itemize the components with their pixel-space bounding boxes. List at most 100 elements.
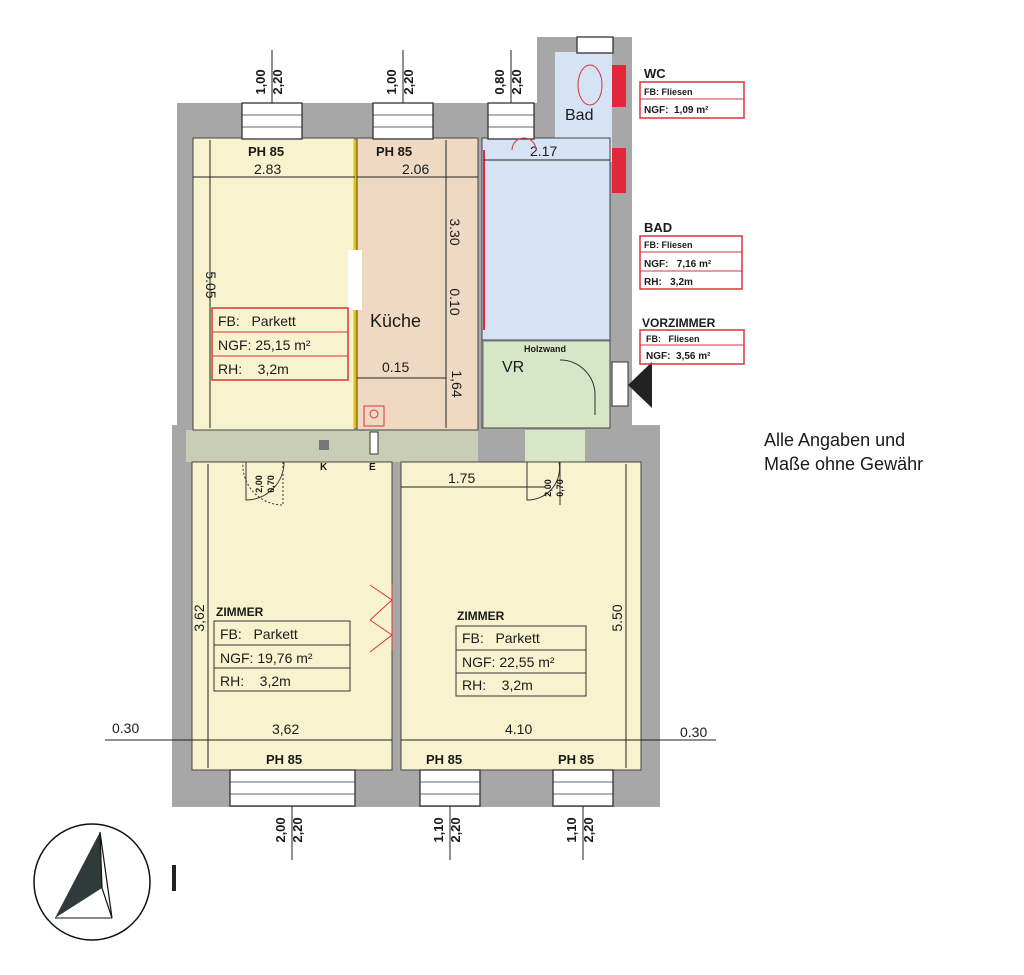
bad-side-label: BAD FB: Fliesen NGF: 7,16 m² RH: 3,2m	[639, 220, 743, 290]
entrance-arrow-icon	[628, 362, 652, 408]
zl-fb: FB: Parkett	[220, 626, 298, 642]
bad-title: BAD	[644, 220, 672, 235]
zr-fb: FB: Parkett	[462, 630, 540, 646]
ph-label-4: PH 85	[426, 752, 462, 767]
dim-mid-w: 1.75	[448, 470, 475, 486]
zimmer-left-fill	[192, 462, 392, 770]
bad-rh: RH: 3,2m	[644, 277, 693, 288]
zr-rh: RH: 3,2m	[462, 677, 533, 693]
win-top-3-b: 2,20	[509, 69, 524, 94]
dim-zr-w: 4.10	[505, 721, 532, 737]
win-bot-3-b: 2,20	[581, 817, 596, 842]
dimension-lines: 2.83 2.06 2.17 5.05 3.30 0.10 0.15 1,64 …	[105, 140, 716, 768]
vr-label: VR	[502, 359, 524, 376]
win-top-1-a: 1,00	[253, 69, 268, 94]
win-bot-1-a: 2,00	[273, 817, 288, 842]
holzwand-label: Holzwand	[524, 344, 566, 354]
bad-ngf: NGF: 7,16 m²	[644, 259, 712, 270]
window-labels-top: 1,00 2,20 1,00 2,20 0,80 2,20	[253, 50, 524, 103]
wc-toilet	[577, 64, 603, 106]
dim-zl-w: 3,62	[272, 721, 299, 737]
bad-red-mark	[612, 148, 626, 193]
k-marker	[319, 440, 329, 450]
ph-label-1: PH 85	[248, 144, 284, 159]
win-top-2-a: 1,00	[384, 69, 399, 94]
k-label: K	[320, 462, 328, 473]
bad-fb: FB: Fliesen	[644, 240, 693, 250]
zr-ngf: NGF: 22,55 m²	[462, 654, 555, 670]
dim-left-h: 5.05	[203, 271, 219, 298]
dim-top-w3: 2.17	[530, 143, 557, 159]
window-labels-bottom: 2,00 2,20 1,10 2,20 1,10 2,20	[273, 806, 596, 860]
ph-label-5: PH 85	[558, 752, 594, 767]
door-a-1: 2,00	[254, 475, 264, 493]
dim-top-w1: 2.83	[254, 161, 281, 177]
rtl-rh: RH: 3,2m	[218, 361, 289, 377]
doors	[242, 64, 603, 653]
zl-title: ZIMMER	[216, 605, 264, 619]
wc-side-label: WC FB: Fliesen NGF: 1,09 m²	[639, 66, 745, 119]
ph-labels: PH 85 PH 85 PH 85 PH 85 PH 85	[248, 144, 594, 767]
win-bot-2-a: 1,10	[431, 817, 446, 842]
win-bot-2-b: 2,20	[448, 817, 463, 842]
scale-mark	[172, 865, 176, 891]
win-top-1-b: 2,20	[270, 69, 285, 94]
dim-kueche-h: 3.30	[447, 218, 463, 245]
vorzimmer-side-label: VORZIMMER FB: Fliesen NGF: 3,56 m²	[639, 316, 745, 365]
dim-zl-h: 3,62	[191, 604, 207, 631]
bad-room-label: Bad	[565, 107, 593, 124]
wc-fb: FB: Fliesen	[644, 87, 693, 97]
door-b-2: 0,70	[555, 479, 565, 497]
wc-title: WC	[644, 66, 666, 81]
opening	[348, 250, 362, 310]
north-arrow-icon	[33, 823, 151, 941]
dim-outer-left: 0.30	[112, 720, 139, 736]
corridor-fill	[186, 430, 478, 462]
bad-fill	[482, 138, 610, 340]
kueche-fill	[357, 138, 478, 430]
e-label: E	[369, 462, 376, 473]
zr-title: ZIMMER	[457, 609, 505, 623]
vorzimmer-title: VORZIMMER	[642, 316, 716, 330]
ph-label-3: PH 85	[266, 752, 302, 767]
zimmer-right-label: ZIMMER FB: Parkett NGF: 22,55 m² RH: 3,2…	[455, 609, 587, 697]
room-top-left-label: FB: Parkett NGF: 25,15 m² RH: 3,2m	[211, 307, 349, 381]
dim-zr-h: 5.50	[609, 604, 625, 631]
disclaimer-line-1: Alle Angaben und	[764, 430, 905, 450]
zl-ngf: NGF: 19,76 m²	[220, 650, 313, 666]
ph-label-2: PH 85	[376, 144, 412, 159]
zl-rh: RH: 3,2m	[220, 673, 291, 689]
rtl-fb: FB: Parkett	[218, 313, 296, 329]
dim-kueche-d2: 0.15	[382, 359, 409, 375]
vr-fill	[484, 342, 610, 428]
wc-fill	[555, 52, 612, 162]
entrance-door	[611, 361, 629, 407]
room-fills	[186, 52, 641, 770]
door-zimmer-left	[245, 461, 285, 501]
zimmer-right-fill	[401, 462, 641, 770]
disclaimer-line-2: Maße ohne Gewähr	[764, 454, 923, 474]
kitchen-appliance	[363, 405, 385, 427]
dim-kueche-d1: 0.10	[447, 288, 463, 315]
vorzimmer-ngf: NGF: 3,56 m²	[646, 351, 711, 362]
e-marker	[369, 431, 379, 455]
win-bot-3-a: 1,10	[564, 817, 579, 842]
windows	[229, 36, 614, 807]
wc-red-mark	[612, 65, 626, 107]
room-top-left-fill	[193, 138, 355, 430]
zimmer-left-label: ZIMMER FB: Parkett NGF: 19,76 m² RH: 3,2…	[213, 605, 351, 692]
dim-outer-right: 0.30	[680, 724, 707, 740]
dim-top-w2: 2.06	[402, 161, 429, 177]
door-vr	[559, 359, 596, 415]
kueche-label: Küche	[370, 311, 421, 331]
win-top-3-a: 0,80	[492, 69, 507, 94]
vorzimmer-fb: FB: Fliesen	[646, 334, 700, 344]
door-b-1: 2,00	[543, 479, 553, 497]
rtl-ngf: NGF: 25,15 m²	[218, 337, 311, 353]
door-a-2: 0,70	[266, 475, 276, 493]
win-bot-1-b: 2,20	[290, 817, 305, 842]
win-top-2-b: 2,20	[401, 69, 416, 94]
door-labels: 2,00 0,70 2,00 0,70	[254, 475, 565, 497]
dim-kueche-d3: 1,64	[449, 370, 465, 397]
